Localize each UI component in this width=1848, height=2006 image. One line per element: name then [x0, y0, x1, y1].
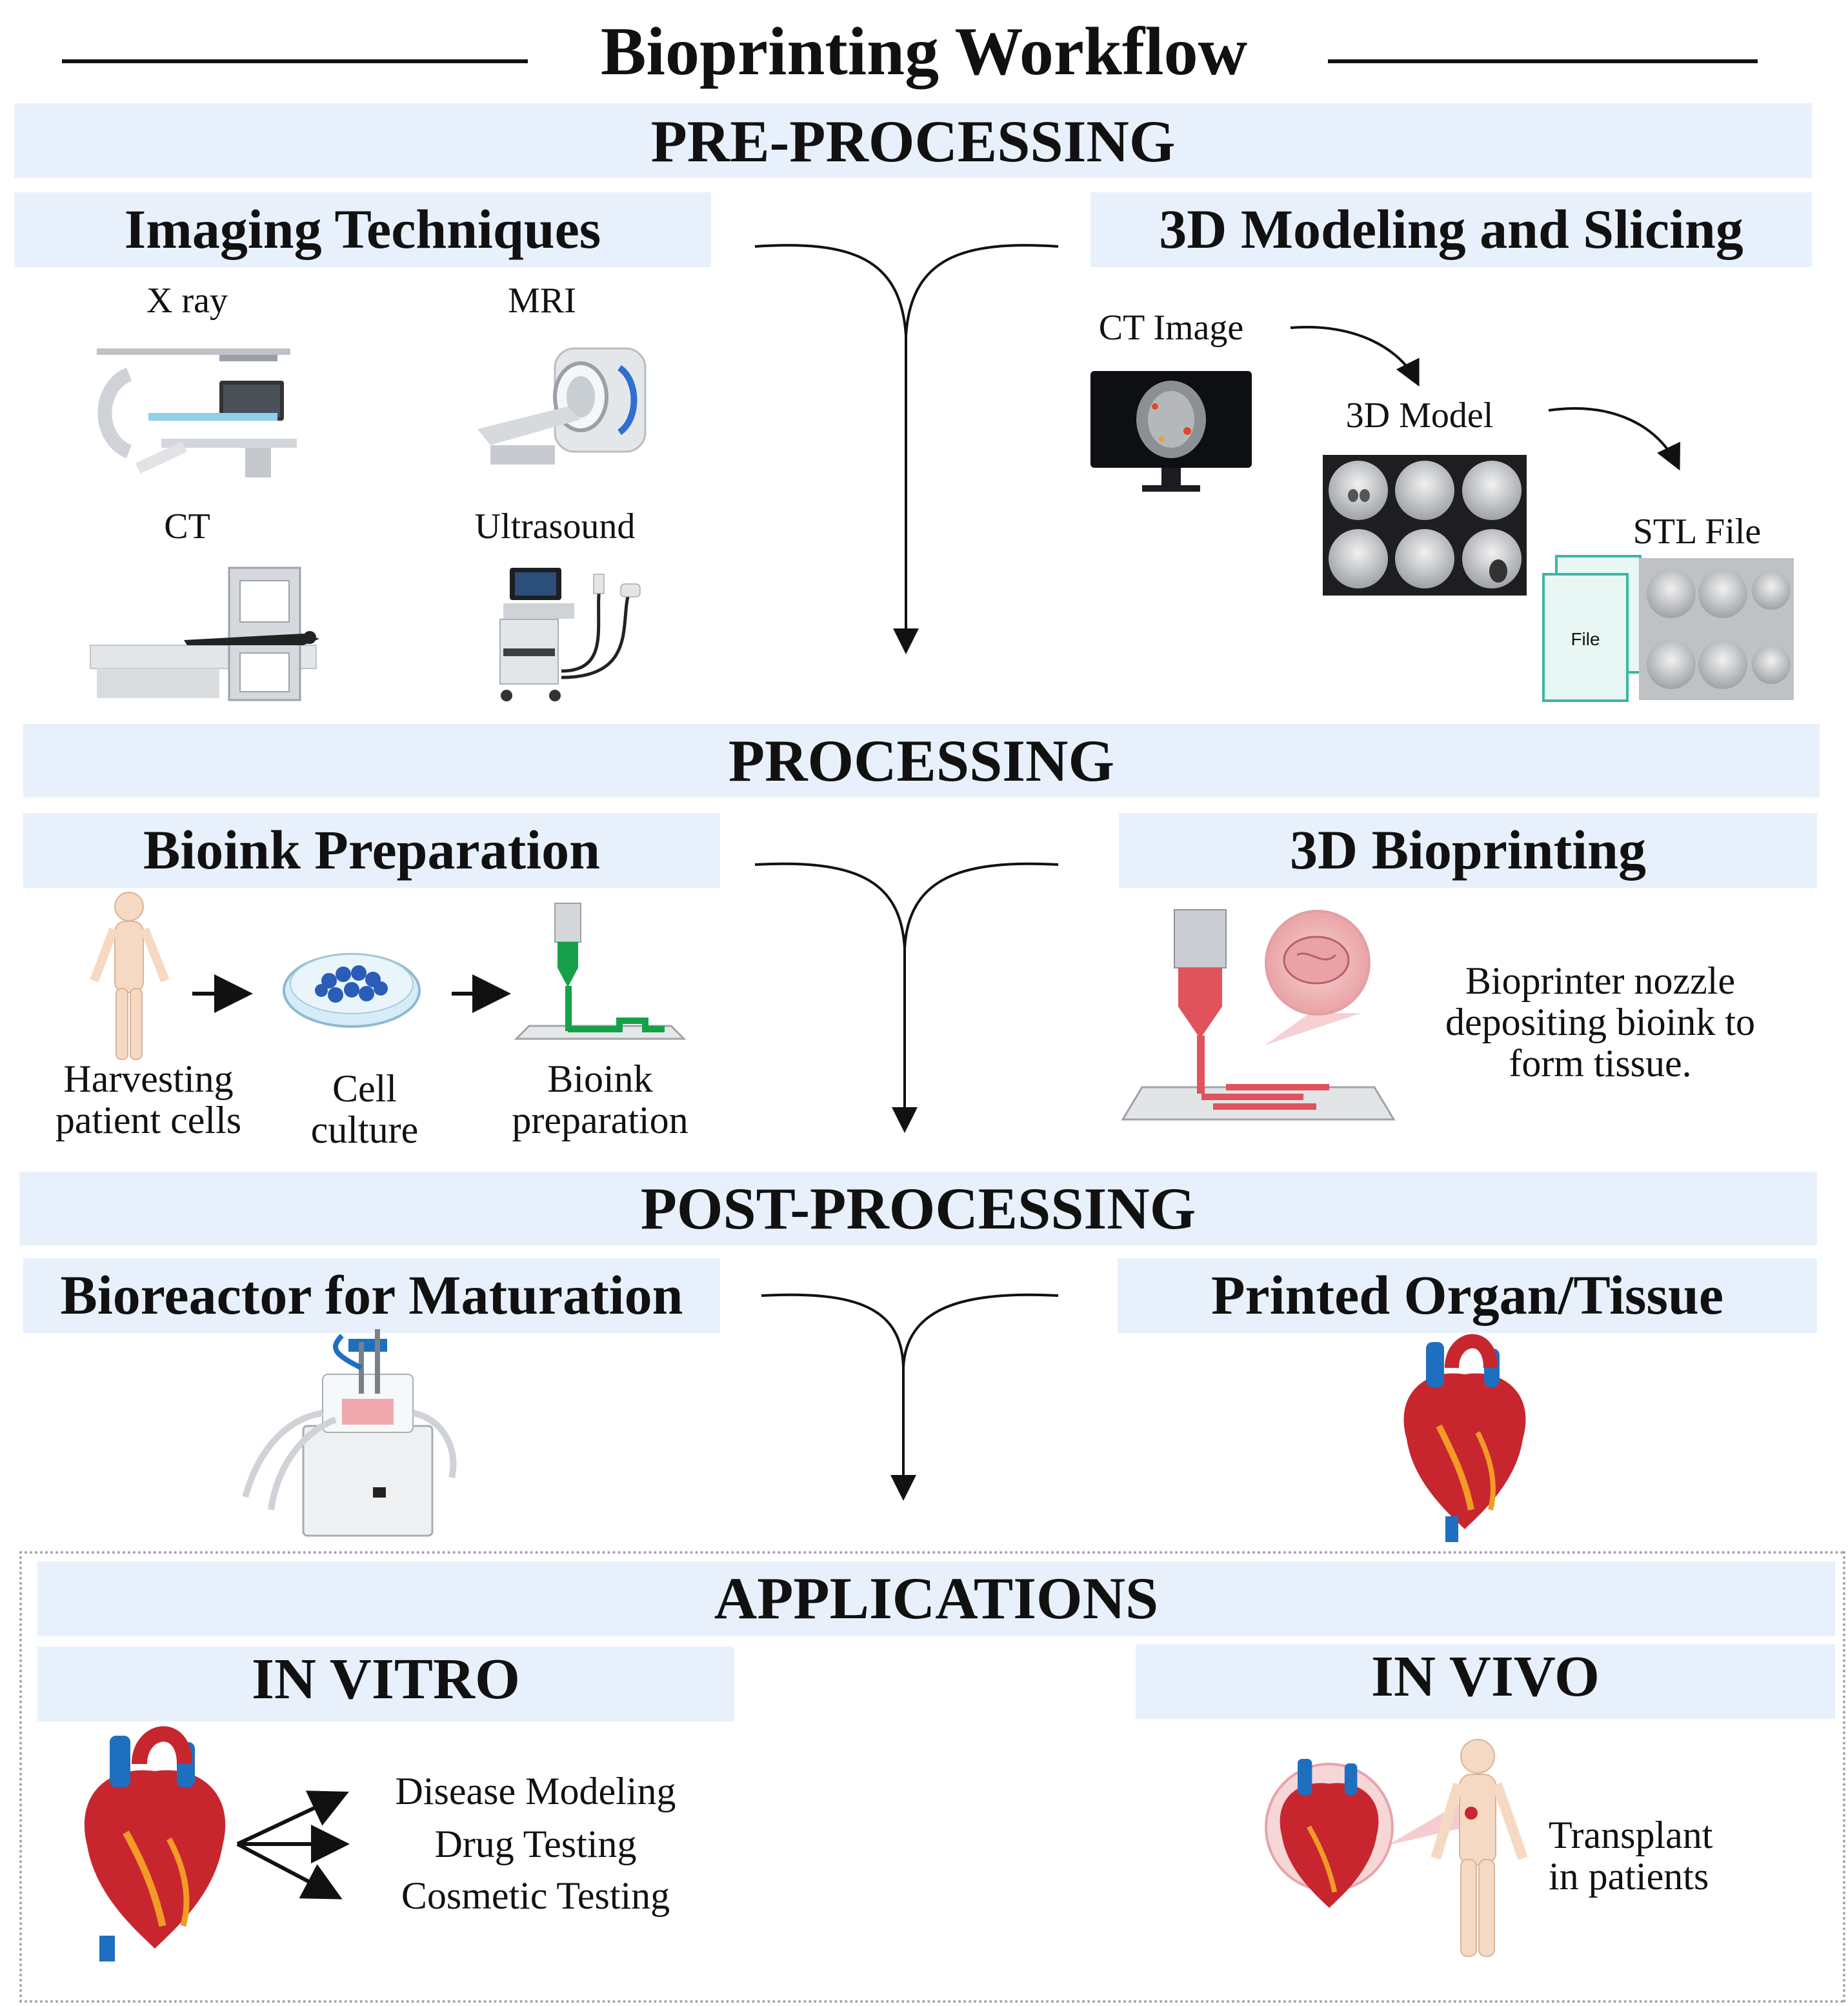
in-vivo-band [1136, 1644, 1835, 1719]
merge-arrow-post [761, 1293, 1059, 1501]
cell-culture-label: Cell culture [310, 1067, 419, 1151]
title-rule-right [1328, 59, 1758, 63]
processing-band [23, 724, 1820, 797]
mri-label: MRI [508, 281, 576, 321]
bioprinter-icon [1121, 909, 1396, 1121]
post-processing-heading: POST-PROCESSING [640, 1176, 1196, 1241]
petri-dish-icon [283, 953, 421, 1028]
merge-arrow-pre [754, 244, 1059, 654]
imaging-heading: Imaging Techniques [124, 198, 601, 260]
title-rule-left [62, 59, 528, 63]
bioink-nozzle-icon [514, 903, 687, 1040]
human-figure-icon [90, 892, 170, 1060]
in-vivo-heading: IN VIVO [1371, 1645, 1600, 1709]
model-arrow-2 [1548, 407, 1681, 471]
in-vitro-band [37, 1647, 734, 1721]
heart-icon [1403, 1334, 1526, 1542]
bioink-heading: Bioink Preparation [143, 819, 600, 881]
3d-model-label: 3D Model [1345, 396, 1494, 436]
ct-scanner-icon [90, 567, 319, 701]
in-vitro-arrows [236, 1790, 350, 1900]
organ-band [1118, 1258, 1817, 1333]
in-vitro-heart-icon [84, 1726, 226, 1961]
bioink-prep-label: Bioink preparation [512, 1058, 688, 1141]
use-cosmetic-testing: Cosmetic Testing [401, 1874, 670, 1917]
bioink-band [23, 813, 720, 888]
modeling-band [1090, 192, 1812, 267]
bioreactor-band [23, 1258, 720, 1333]
page-title: Bioprinting Workflow [600, 14, 1248, 89]
use-disease-modeling: Disease Modeling [395, 1770, 676, 1812]
stl-file-icon: File [1542, 555, 1794, 702]
ct-label: CT [164, 507, 210, 547]
organ-heading: Printed Organ/Tissue [1211, 1264, 1723, 1326]
ultrasound-machine-icon [499, 568, 641, 701]
post-processing-band [19, 1172, 1817, 1245]
merge-arrow-processing [754, 862, 1059, 1133]
applications-band [37, 1561, 1835, 1636]
use-drug-testing: Drug Testing [434, 1823, 637, 1865]
xray-label: X ray [146, 281, 228, 321]
modeling-heading: 3D Modeling and Slicing [1159, 198, 1743, 260]
imaging-band [14, 192, 711, 267]
bioprinting-heading: 3D Bioprinting [1290, 819, 1646, 881]
ct-monitor-icon [1090, 371, 1252, 492]
bioprinter-desc: Bioprinter nozzle depositing bioink to f… [1445, 959, 1755, 1085]
mri-machine-icon [477, 347, 647, 465]
pre-processing-band [14, 103, 1812, 178]
harvesting-label: Harvesting patient cells [55, 1058, 242, 1141]
stl-file-label: STL File [1632, 512, 1762, 552]
bioreactor-icon [242, 1329, 457, 1537]
in-vitro-heading: IN VITRO [252, 1647, 520, 1711]
pre-processing-heading: PRE-PROCESSING [650, 108, 1176, 174]
bioprinting-band [1119, 813, 1817, 888]
model-arrow-1 [1290, 326, 1420, 387]
3d-model-skull-grid-icon [1323, 455, 1527, 596]
applications-box [19, 1551, 1845, 2003]
in-vivo-patient-icon [1265, 1739, 1528, 1957]
processing-heading: PROCESSING [728, 728, 1115, 794]
bioreactor-heading: Bioreactor for Maturation [60, 1264, 683, 1326]
ultrasound-label: Ultrasound [474, 507, 636, 547]
transplant-desc: Transplant in patients [1549, 1814, 1713, 1898]
ct-image-label: CT Image [1098, 308, 1244, 348]
xray-machine-icon [97, 348, 297, 477]
stl-file-text: File [1571, 629, 1600, 649]
applications-heading: APPLICATIONS [714, 1565, 1159, 1631]
